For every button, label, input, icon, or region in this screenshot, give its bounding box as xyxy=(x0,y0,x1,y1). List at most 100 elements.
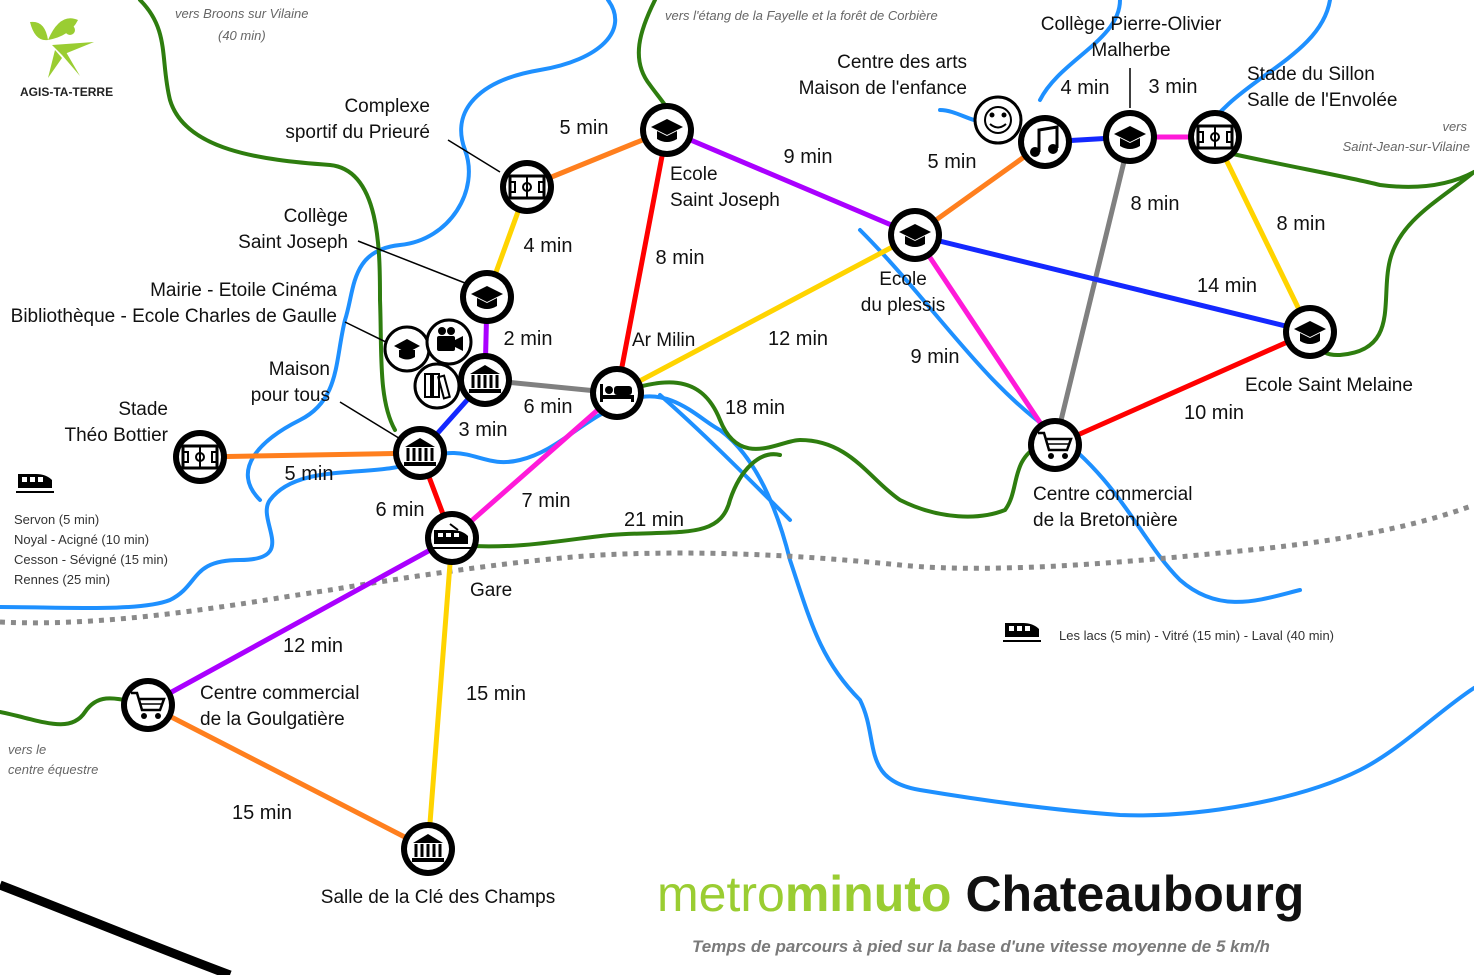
station-ecole-sj[interactable] xyxy=(640,103,694,157)
title-minuto: minuto xyxy=(785,866,952,922)
station-bretonniere[interactable] xyxy=(1028,418,1082,472)
duration-label: 6 min xyxy=(524,396,573,418)
shopping-cart-icon xyxy=(1038,431,1073,459)
station-label: Centre commercial xyxy=(1033,484,1192,505)
duration-label: 8 min xyxy=(656,247,705,269)
segment-gare-goulgatiere xyxy=(145,535,455,708)
station-label: sportif du Prieuré xyxy=(285,122,430,143)
station-goulgatiere[interactable] xyxy=(121,678,175,732)
duration-label: 15 min xyxy=(466,683,526,705)
station-label: Mairie - Etoile Cinéma xyxy=(150,280,337,301)
river-vilaine-north xyxy=(245,0,618,502)
station-label: Centre commercial xyxy=(200,683,359,704)
train-info-left: Servon (5 min) Noyal - Acigné (10 min) C… xyxy=(14,474,168,587)
child-icon xyxy=(973,95,1023,145)
station-prieure[interactable] xyxy=(500,160,554,214)
station-label: Ecole xyxy=(670,164,718,185)
duration-label: 9 min xyxy=(784,146,833,168)
books-icon xyxy=(413,362,461,410)
leader-mairie xyxy=(344,321,393,346)
title-city: Chateaubourg xyxy=(965,866,1304,922)
greenway-north xyxy=(636,0,667,107)
station-label: Théo Bottier xyxy=(65,425,169,446)
direction-saint-jean-1: vers xyxy=(1442,119,1467,134)
station-maison[interactable] xyxy=(393,426,447,480)
train-icon xyxy=(432,523,472,549)
direction-saint-jean-2: Saint-Jean-sur-Vilaine xyxy=(1343,139,1470,154)
leader-prieure xyxy=(447,139,501,173)
agis-ta-terre-logo: AGIS-TA-TERRE xyxy=(20,18,113,99)
station-label: Maison de l'enfance xyxy=(799,78,967,99)
graduation-cap-icon xyxy=(471,286,503,309)
duration-label: 5 min xyxy=(928,151,977,173)
shopping-cart-icon xyxy=(131,691,166,719)
station-plessis[interactable] xyxy=(888,208,942,262)
station-label: Ar Milin xyxy=(632,330,695,351)
train-info-right: Les lacs (5 min) - Vitré (15 min) - Lava… xyxy=(1003,623,1334,643)
river-yellow-track xyxy=(658,393,792,522)
station-ar-milin[interactable] xyxy=(590,366,644,420)
station-melaine[interactable] xyxy=(1283,305,1337,359)
duration-label: 9 min xyxy=(911,346,960,368)
direction-equestre-2: centre équestre xyxy=(8,762,98,777)
duration-label: 4 min xyxy=(524,235,573,257)
station-theo[interactable] xyxy=(173,430,227,484)
station-gare[interactable] xyxy=(425,511,479,565)
station-label: Saint Joseph xyxy=(670,190,780,211)
town-hall-icon xyxy=(469,365,501,393)
station-inner xyxy=(1024,121,1066,163)
segment-plessis-melaine xyxy=(912,232,1313,335)
station-cle-champs[interactable] xyxy=(401,822,455,876)
segment-theo-maison xyxy=(197,450,423,460)
river-vilaine xyxy=(0,394,1474,818)
greenway-south xyxy=(451,452,782,549)
station-label: de la Bretonnière xyxy=(1033,510,1178,531)
direction-broons-1: vers Broons sur Vilaine xyxy=(175,6,308,21)
town-hall-icon xyxy=(404,438,436,466)
station-label: de la Goulgatière xyxy=(200,709,345,730)
station-label: Salle de la Clé des Champs xyxy=(321,887,555,908)
duration-label: 8 min xyxy=(1277,213,1326,235)
segment-malherbe-bretonniere xyxy=(1052,134,1133,448)
duration-label: 5 min xyxy=(285,463,334,485)
station-saint-joseph-college[interactable] xyxy=(460,270,514,324)
station-sillon[interactable] xyxy=(1188,110,1242,164)
station-label: du plessis xyxy=(861,295,946,316)
segment-ar_milin-plessis xyxy=(614,232,918,396)
duration-label: 3 min xyxy=(1149,76,1198,98)
station-arts[interactable] xyxy=(1018,115,1072,169)
segment-bretonniere-melaine xyxy=(1052,329,1313,448)
station-label: Stade du Sillon xyxy=(1247,64,1375,85)
train-right-text: Les lacs (5 min) - Vitré (15 min) - Lava… xyxy=(1059,628,1334,643)
duration-label: 7 min xyxy=(522,490,571,512)
train-left-1: Servon (5 min) xyxy=(14,512,99,527)
station-label: pour tous xyxy=(251,385,330,406)
graduation-cap-icon xyxy=(1294,321,1326,344)
station-label: Bibliothèque - Ecole Charles de Gaulle xyxy=(11,306,337,327)
duration-label: 6 min xyxy=(376,499,425,521)
train-icon xyxy=(1003,623,1041,642)
greenway-east xyxy=(1213,148,1474,358)
duration-label: 21 min xyxy=(624,509,684,531)
stadium-icon xyxy=(508,174,546,200)
station-label: Salle de l'Envolée xyxy=(1247,90,1397,111)
station-mairie[interactable] xyxy=(458,353,512,407)
duration-label: 2 min xyxy=(504,328,553,350)
title-metro: metro xyxy=(657,866,785,922)
directions: vers Broons sur Vilaine (40 min) vers l'… xyxy=(8,6,1470,777)
station-label: Centre des arts xyxy=(837,52,967,73)
segment-goulgatiere-cle_champs xyxy=(145,702,431,852)
station-malherbe[interactable] xyxy=(1103,110,1157,164)
leader-maison xyxy=(339,401,403,441)
direction-equestre-1: vers le xyxy=(8,742,46,757)
road-south-west xyxy=(0,880,232,975)
segment-ecole_sj-ar_milin xyxy=(614,127,670,396)
direction-broons-2: (40 min) xyxy=(218,28,266,43)
